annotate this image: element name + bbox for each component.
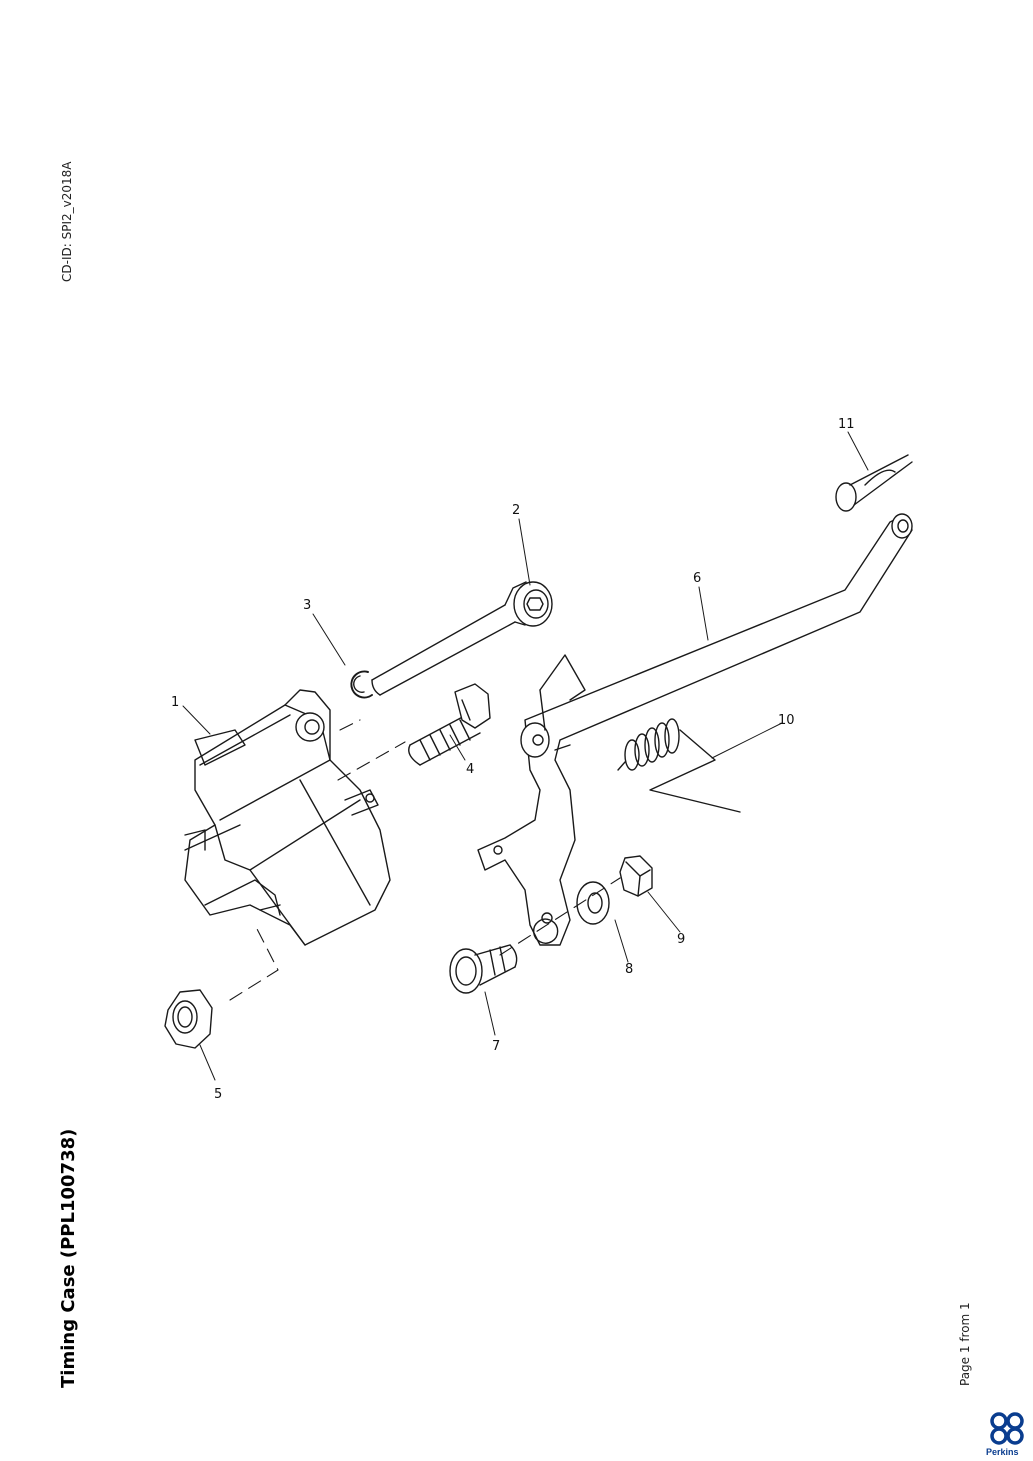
assembly-axes (229, 719, 621, 1001)
callout-5: 5 (214, 1087, 222, 1102)
brand-wordmark: Perkins (986, 1447, 1019, 1457)
part-11-r-clip (835, 454, 913, 512)
callout-3: 3 (303, 598, 311, 613)
callout-10: 10 (778, 713, 795, 728)
callout-4: 4 (466, 762, 474, 777)
part-8-washer (576, 881, 610, 925)
part-2-shaft (371, 581, 553, 696)
part-4-screw (408, 683, 491, 766)
callout-1: 1 (171, 695, 179, 710)
callout-2: 2 (512, 503, 520, 518)
leader-lines (182, 431, 869, 1081)
part-5-nut (164, 989, 213, 1049)
callout-11: 11 (838, 417, 855, 432)
part-10-spring (617, 718, 741, 813)
part-7-bolt (449, 944, 518, 994)
callout-8: 8 (625, 962, 633, 977)
callout-9: 9 (677, 932, 685, 947)
part-3-circlip (350, 670, 373, 699)
part-6-lever (477, 513, 913, 946)
part-9-nut (619, 855, 653, 897)
part-1-housing (184, 689, 391, 946)
callout-7: 7 (492, 1039, 500, 1054)
callout-6: 6 (693, 571, 701, 586)
perkins-logo-icon (990, 1412, 1024, 1445)
